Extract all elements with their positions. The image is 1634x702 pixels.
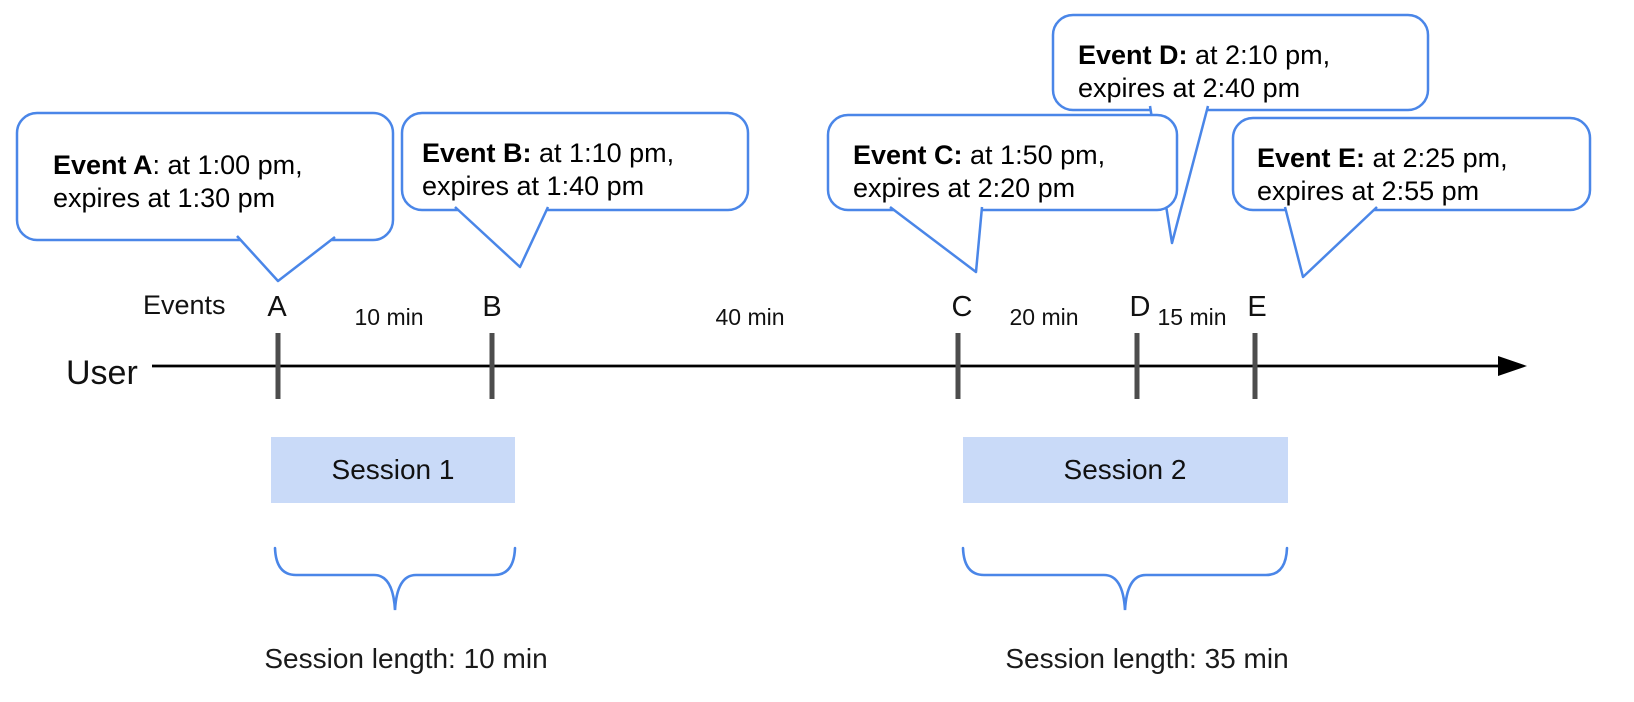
speech-bubble-event-c <box>826 113 1179 274</box>
bubble-b-body <box>400 111 750 212</box>
user-axis-label: User <box>66 354 138 392</box>
bubble-b-line2: expires at 1:40 pm <box>422 171 644 201</box>
bubble-d-time: at 2:10 pm, <box>1188 40 1331 70</box>
events-row-label: Events <box>143 290 226 320</box>
event-letter-d: D <box>1130 291 1151 323</box>
bubble-c-title: Event C: <box>853 140 963 170</box>
bubble-c-body <box>826 113 1179 212</box>
bubble-b-tail <box>454 206 550 269</box>
session-2-brace <box>961 546 1289 611</box>
speech-bubble-event-e <box>1231 116 1592 279</box>
bubble-d-body <box>1051 13 1430 112</box>
bubble-c-line1: Event C: at 1:50 pm, <box>853 140 1105 170</box>
event-letter-e: E <box>1247 291 1266 323</box>
bubble-a-tail <box>236 235 336 283</box>
event-letter-b: B <box>482 291 501 323</box>
session-2-label: Session 2 <box>1064 454 1187 485</box>
bubble-c-tail <box>889 206 984 274</box>
bubble-a-title: Event A <box>53 150 153 180</box>
bubble-d-title: Event D: <box>1078 40 1188 70</box>
event-letter-c: C <box>952 291 973 323</box>
bubble-b-time: at 1:10 pm, <box>532 138 675 168</box>
bubble-b-title: Event B: <box>422 138 532 168</box>
session-2-length-label: Session length: 35 min <box>1005 643 1288 674</box>
bubble-a-body <box>15 111 395 242</box>
session-1-label: Session 1 <box>332 454 455 485</box>
session-1-length-label: Session length: 10 min <box>264 643 547 674</box>
session-1-bar <box>271 437 515 503</box>
speech-bubble-event-b <box>400 111 750 269</box>
speech-bubble-event-a <box>15 111 395 283</box>
session-2-bar <box>963 437 1288 503</box>
bubble-d-line1: Event D: at 2:10 pm, <box>1078 40 1330 70</box>
event-letter-a: A <box>267 291 287 323</box>
bubble-c-line2: expires at 2:20 pm <box>853 173 1075 203</box>
gap-label-c-d: 20 min <box>1009 304 1078 330</box>
bubble-a-line1: Event A: at 1:00 pm, <box>53 150 303 180</box>
gap-label-d-e: 15 min <box>1157 304 1226 330</box>
bubble-e-title: Event E: <box>1257 143 1365 173</box>
bubble-e-line2: expires at 2:55 pm <box>1257 176 1479 206</box>
bubble-d-line2: expires at 2:40 pm <box>1078 73 1300 103</box>
bubble-e-time: at 2:25 pm, <box>1365 143 1508 173</box>
session-1-brace <box>273 546 517 611</box>
bubble-e-body <box>1231 116 1592 212</box>
bubble-a-line2: expires at 1:30 pm <box>53 183 275 213</box>
gap-label-b-c: 40 min <box>715 304 784 330</box>
bubble-c-time: at 1:50 pm, <box>963 140 1106 170</box>
arrowhead-icon <box>1498 356 1527 376</box>
bubble-a-time: : at 1:00 pm, <box>153 150 303 180</box>
bubble-b-line1: Event B: at 1:10 pm, <box>422 138 674 168</box>
bubble-e-tail <box>1283 206 1378 279</box>
bubble-e-line1: Event E: at 2:25 pm, <box>1257 143 1508 173</box>
gap-label-a-b: 10 min <box>354 304 423 330</box>
